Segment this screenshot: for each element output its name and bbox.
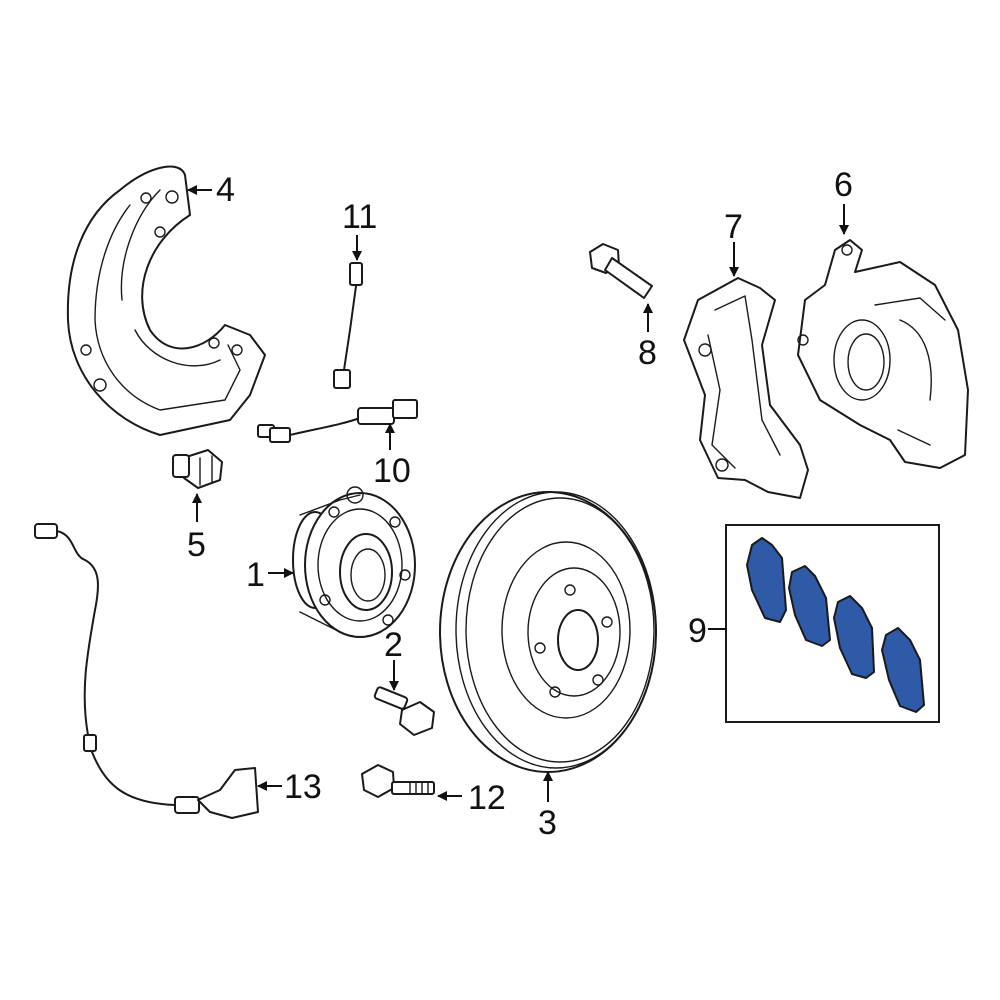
part-13-abs-sensor[interactable]	[34, 523, 259, 819]
brake-pad-1	[746, 537, 787, 623]
callout-7: 7	[724, 208, 743, 246]
part-9-brake-pad-set[interactable]	[725, 524, 940, 723]
callout-2: 2	[384, 626, 403, 664]
brake-pad-2	[788, 565, 831, 647]
callout-10: 10	[373, 452, 411, 490]
part-6-caliper[interactable]	[797, 239, 969, 469]
callout-8: 8	[638, 334, 657, 372]
part-10-wear-sensor[interactable]	[257, 399, 418, 443]
part-1-wheel-hub[interactable]	[292, 486, 416, 638]
part-5-bolt[interactable]	[172, 449, 223, 489]
part-7-caliper-bracket[interactable]	[683, 277, 809, 499]
part-11-wear-sensor[interactable]	[333, 262, 363, 389]
brake-pad-4	[881, 627, 925, 713]
brake-pad-3	[833, 595, 875, 679]
part-2-bolt[interactable]	[373, 686, 435, 736]
part-12-bolt[interactable]	[361, 764, 435, 798]
part-4-dust-shield[interactable]	[66, 165, 266, 436]
callout-13: 13	[284, 768, 322, 806]
part-8-guide-bolt[interactable]	[589, 243, 653, 299]
callout-4: 4	[216, 171, 235, 209]
callout-9: 9	[688, 612, 707, 650]
pad-set-frame	[725, 524, 940, 723]
callout-11: 11	[342, 198, 377, 236]
callout-12: 12	[468, 779, 506, 817]
callout-6: 6	[834, 166, 853, 204]
part-3-brake-rotor[interactable]	[439, 491, 657, 773]
callout-3: 3	[538, 804, 557, 842]
callout-1: 1	[246, 556, 265, 594]
callout-5: 5	[187, 526, 206, 564]
